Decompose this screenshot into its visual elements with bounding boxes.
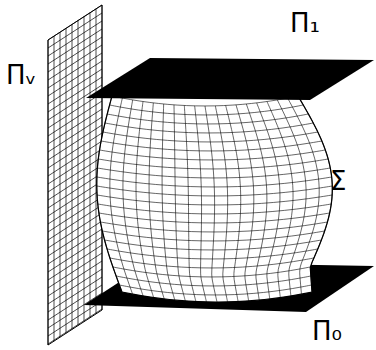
grid-line — [48, 261, 102, 296]
grid-line — [48, 29, 102, 64]
plane-label: Π₁ — [290, 10, 320, 36]
top-plane — [86, 58, 374, 100]
mesh-line — [277, 100, 306, 296]
grid-line — [48, 149, 102, 184]
mesh-line — [116, 276, 311, 286]
mesh-line — [97, 96, 122, 292]
mesh-line — [195, 106, 207, 302]
grid-line — [48, 197, 102, 232]
grid-line — [48, 173, 102, 208]
grid-line — [48, 205, 102, 240]
surface-outline — [97, 96, 333, 302]
grid-line — [48, 309, 102, 344]
grid-line — [48, 237, 102, 272]
grid-line — [48, 245, 102, 280]
mesh-line — [226, 106, 241, 302]
grid-line — [48, 21, 102, 56]
grid-line — [48, 189, 102, 224]
grid-line — [48, 53, 102, 88]
grid-line — [48, 157, 102, 192]
mesh-line — [288, 98, 320, 294]
mesh-line — [110, 98, 133, 294]
grid-line — [48, 125, 102, 160]
grid-line — [48, 293, 102, 328]
grid-line — [48, 61, 102, 96]
vertical-plane — [48, 5, 102, 345]
grid-line — [48, 117, 102, 152]
mesh-line — [149, 103, 164, 299]
grid-line — [48, 229, 102, 264]
mesh-line — [298, 96, 332, 292]
grid-line — [48, 221, 102, 256]
mesh-line — [184, 106, 196, 302]
grid-line — [48, 301, 102, 336]
grid-line — [48, 109, 102, 144]
grid-line — [48, 133, 102, 168]
grid-line — [48, 5, 102, 40]
grid-line — [48, 277, 102, 312]
grid-line — [48, 253, 102, 288]
plane-label: Πᵥ — [6, 62, 36, 88]
mesh-line — [215, 106, 227, 302]
mesh-line — [257, 103, 280, 299]
grid-line — [48, 141, 102, 176]
mesh-line — [174, 105, 185, 301]
grid-line — [48, 93, 102, 128]
grid-line — [48, 37, 102, 72]
plane-label: Π₀ — [312, 318, 342, 344]
mesh-line — [119, 285, 311, 295]
grid-line — [48, 85, 102, 120]
grid-line — [48, 40, 49, 345]
mesh-line — [246, 104, 267, 300]
mesh-line — [236, 105, 254, 301]
grid-line — [48, 101, 102, 136]
grid-line — [48, 45, 102, 80]
plane-label: Σ — [330, 168, 346, 194]
grid-line — [48, 13, 102, 48]
grid-line — [48, 69, 102, 104]
grid-line — [48, 165, 102, 200]
grid-line — [48, 213, 102, 248]
grid-line — [48, 181, 102, 216]
mesh-line — [123, 100, 143, 296]
mesh-line — [162, 104, 175, 300]
mesh-line — [205, 106, 217, 302]
surface-sigma — [97, 96, 333, 302]
